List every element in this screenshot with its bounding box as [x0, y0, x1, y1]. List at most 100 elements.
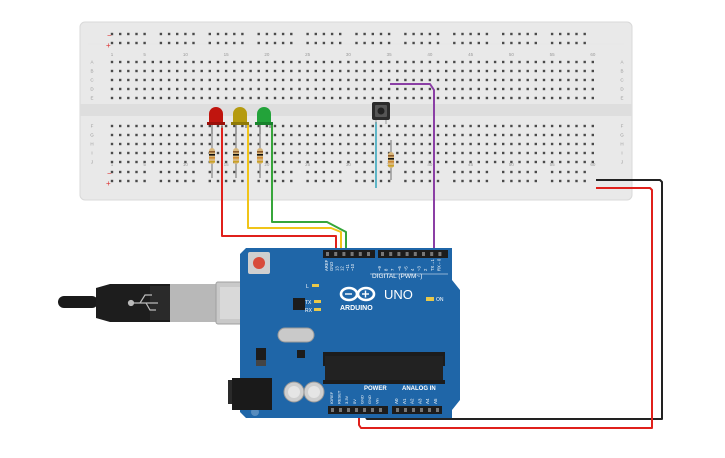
column-number-label: 25	[305, 52, 311, 57]
analog-pin-label: A5	[433, 398, 438, 404]
column-number-label: 55	[550, 162, 556, 167]
analog-pin-label: A2	[410, 398, 415, 404]
column-number-label: 1	[111, 52, 114, 57]
row-letter-label: I	[621, 151, 622, 156]
row-letter-label: H	[620, 142, 623, 147]
column-number-label: 30	[346, 52, 352, 57]
column-number-label: 5	[143, 52, 146, 57]
column-number-label: 50	[509, 162, 515, 167]
rail-plus-label: +	[106, 41, 111, 50]
breadboard: 1155101015152020252530303535404045455050…	[79, 21, 633, 201]
rail-minus-label: −	[107, 31, 112, 40]
row-letter-label: E	[90, 96, 93, 101]
digital-pin-label: ~9	[377, 266, 382, 271]
wire-purple-button	[390, 83, 435, 256]
power-pin-label: GND	[359, 395, 364, 404]
push-button	[372, 102, 390, 124]
row-letter-label: D	[90, 87, 94, 92]
column-number-label: 40	[427, 162, 433, 167]
column-number-label: 30	[346, 162, 352, 167]
usb-icon	[127, 294, 158, 311]
usb-chip	[293, 298, 305, 310]
analog-pin-label: A3	[417, 398, 422, 404]
row-letter-label: J	[91, 160, 93, 165]
digital-pin-label: 7	[390, 268, 395, 271]
row-letter-label: D	[620, 87, 624, 92]
digital-pin-label: ~3	[417, 266, 422, 271]
power-jack	[232, 378, 272, 410]
column-number-label: 10	[183, 52, 189, 57]
rx-led-label: RX	[305, 308, 313, 314]
digital-pin-label: ~5	[403, 266, 408, 271]
row-letter-label: H	[90, 142, 93, 147]
column-number-label: 40	[427, 52, 433, 57]
power-pin-label: GND	[367, 395, 372, 404]
column-number-label: 5	[143, 162, 146, 167]
row-letter-label: C	[90, 78, 94, 83]
wire-red-led	[221, 126, 337, 256]
column-number-label: 15	[224, 162, 230, 167]
breadboard-holes	[110, 32, 594, 183]
wire-green-led	[271, 125, 347, 256]
analog-pin-label: A1	[402, 398, 407, 404]
analog-in-label: ANALOG IN	[402, 386, 436, 392]
power-pin-label: 5V	[352, 399, 357, 404]
row-letter-label: I	[91, 151, 92, 156]
column-number-label: 35	[387, 52, 393, 57]
digital-pin-label: GND	[329, 262, 334, 271]
arduino-logo-icon	[339, 286, 376, 302]
arduino-logo-text: ARDUINO	[340, 305, 373, 312]
row-letter-label: A	[90, 60, 93, 65]
power-pin-label: IOREF	[329, 391, 334, 404]
row-letter-label: J	[621, 160, 623, 165]
power-label: POWER	[364, 386, 387, 392]
microcontroller-chip	[323, 352, 445, 384]
led-red	[207, 107, 225, 134]
column-number-label: 50	[509, 52, 515, 57]
column-number-label: 25	[305, 162, 311, 167]
row-letter-label: F	[91, 124, 94, 129]
power-pin-label: RESET	[337, 390, 342, 404]
column-number-label: 10	[183, 162, 189, 167]
column-number-label: 60	[590, 52, 596, 57]
column-number-label: 55	[550, 52, 556, 57]
power-pin-label: Vin	[375, 398, 380, 404]
digital-pin-label: AREF	[324, 259, 329, 271]
model-label: UNO	[384, 287, 413, 302]
wire-yellow-led	[247, 125, 342, 256]
analog-pin-label: A0	[394, 398, 399, 404]
digital-pin-label: 13	[334, 266, 339, 271]
digital-label: DIGITAL (PWM~)	[372, 273, 422, 280]
led-green	[255, 107, 273, 134]
row-letter-label: A	[620, 60, 623, 65]
column-number-label: 20	[264, 162, 270, 167]
digital-header-pins	[326, 252, 442, 256]
row-letter-label: B	[620, 69, 623, 74]
column-number-label: 60	[590, 162, 596, 167]
resistors	[209, 134, 394, 180]
reset-button	[253, 257, 265, 269]
column-number-label: 45	[468, 52, 474, 57]
digital-pin-label: 8	[384, 268, 389, 271]
column-number-label: 1	[111, 162, 114, 167]
row-letter-label: E	[620, 96, 623, 101]
rail-plus-label-bottom: +	[106, 179, 111, 188]
row-letter-label: B	[90, 69, 93, 74]
row-letter-label: F	[621, 124, 624, 129]
power-pin-label: 3.3V	[344, 395, 349, 404]
tx-led-label: TX	[305, 300, 312, 306]
digital-pin-label: ~10	[350, 263, 355, 271]
column-number-label: 45	[468, 162, 474, 167]
digital-pin-label: ~6	[397, 266, 402, 271]
row-letter-label: C	[620, 78, 624, 83]
row-letter-label: G	[90, 133, 94, 138]
analog-pin-label: A4	[425, 398, 430, 404]
digital-pin-label: 2	[423, 268, 428, 271]
led-yellow	[231, 107, 249, 134]
column-number-label: 15	[224, 52, 230, 57]
digital-pin-label: TX→1	[430, 258, 435, 271]
